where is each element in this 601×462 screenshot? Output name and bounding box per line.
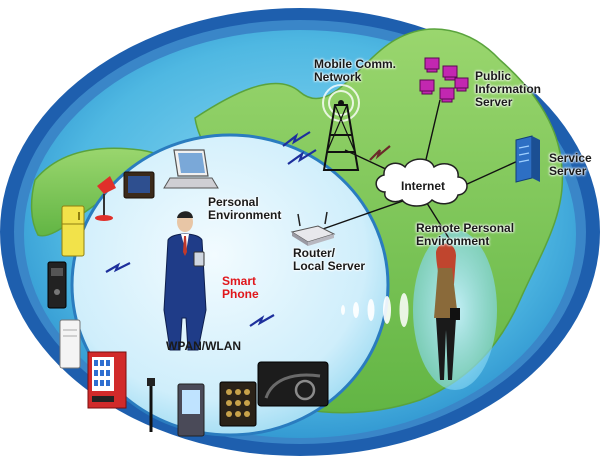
- refrigerator-icon: [61, 205, 85, 257]
- tv-icon: [123, 171, 155, 199]
- air-conditioner-icon: [59, 319, 81, 369]
- lamp-icon: [95, 176, 116, 221]
- street-lamp-icon: [147, 378, 155, 432]
- remote-signal-waves: [341, 293, 409, 327]
- public-server-computers-icon: [419, 57, 469, 103]
- label-internet: Internet: [401, 179, 446, 193]
- label-service-server: Service Server: [549, 151, 592, 178]
- remote-user-figure: [434, 243, 460, 380]
- keypad-icon: [219, 381, 257, 427]
- door-lock-icon: [47, 261, 67, 309]
- vending-machine-icon: [87, 351, 127, 409]
- car-interior-icon: [257, 361, 329, 407]
- signal-right: [249, 314, 275, 327]
- mobile-tower-icon: [322, 84, 360, 171]
- wireless-signals: [105, 131, 391, 327]
- label-personal-environment: Personal Environment: [208, 195, 282, 222]
- signal-mobile-2: [287, 149, 317, 165]
- router-icon: [290, 211, 336, 246]
- personal-environment-bubble: [70, 133, 390, 437]
- label-public-information-server: Public Information Server: [475, 69, 541, 109]
- laptop-icon: [163, 149, 219, 189]
- label-router-local-server: Router/ Local Server: [293, 246, 366, 273]
- service-server-icon: [515, 135, 540, 183]
- label-smart-phone: Smart Phone: [222, 274, 259, 301]
- signal-left: [105, 262, 131, 273]
- label-remote-personal-environment: Remote Personal Environment: [416, 221, 515, 248]
- label-wpan-wlan: WPAN/WLAN: [166, 339, 242, 353]
- signal-tower-right: [369, 145, 391, 161]
- link-internet-service: [464, 159, 521, 186]
- kiosk-icon: [177, 383, 205, 437]
- smartphone-user-figure: [163, 211, 207, 351]
- label-mobile-network: Mobile Comm. Network: [314, 57, 397, 84]
- signal-mobile-1: [282, 131, 311, 147]
- link-internet-remote: [424, 199, 451, 241]
- internet-cloud: [375, 158, 468, 207]
